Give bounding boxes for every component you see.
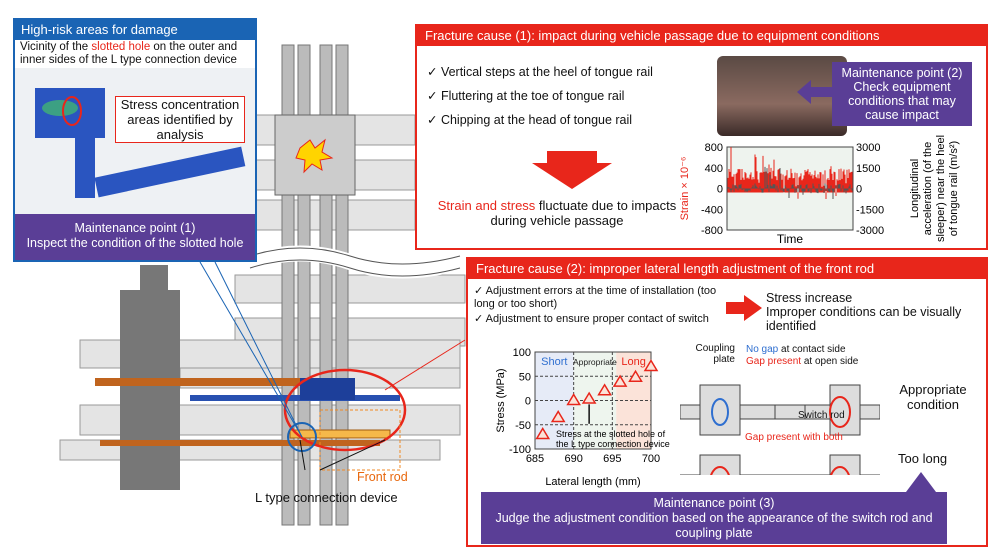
high-risk-title: High-risk areas for damage bbox=[15, 20, 255, 40]
y-axis-label: Stress (MPa) bbox=[495, 368, 507, 432]
coupling-plate-label: Coupling plate bbox=[695, 343, 735, 365]
data-point bbox=[535, 426, 551, 440]
y-axis-right-label: of tongue rail (m/s²) bbox=[948, 141, 960, 236]
l-type-label: L type connection device bbox=[255, 490, 398, 505]
x-tick: 695 bbox=[603, 453, 621, 465]
y-tick-right: 0 bbox=[856, 184, 862, 196]
y-axis-right-label: acceleration (of the bbox=[922, 142, 934, 236]
down-arrow-icon bbox=[532, 151, 612, 189]
x-tick: 700 bbox=[642, 453, 660, 465]
switch-rod-diagrams bbox=[680, 384, 880, 475]
acceleration-series bbox=[727, 166, 853, 200]
cause-1-item: ✓ Fluttering at the toe of tongue rail bbox=[427, 89, 625, 103]
maintenance-point-2: Maintenance point (2)Check equipment con… bbox=[832, 62, 972, 126]
appropriate-condition-label: Appropriate condition bbox=[899, 382, 967, 412]
y-tick-right: 1500 bbox=[856, 163, 880, 175]
y-tick-left: 0 bbox=[717, 184, 723, 196]
x-tick: 685 bbox=[526, 453, 544, 465]
maintenance-point-3: Maintenance point (3)Judge the adjustmen… bbox=[481, 492, 947, 544]
x-tick: 690 bbox=[564, 453, 582, 465]
stress-callout: Stress concentration areas identified by… bbox=[115, 96, 245, 143]
cause-2-item: ✓ Adjustment errors at the time of insta… bbox=[474, 285, 717, 310]
cause-1-item: ✓ Chipping at the head of tongue rail bbox=[427, 113, 633, 127]
front-rod-label: Front rod bbox=[357, 470, 408, 484]
fracture-cause-1-panel: Fracture cause (1): impact during vehicl… bbox=[415, 24, 988, 250]
data-point bbox=[550, 410, 566, 423]
y-tick-left: -800 bbox=[701, 225, 723, 237]
up-arrow-icon bbox=[906, 472, 936, 492]
y-axis-right-label: Longitudinal bbox=[909, 159, 921, 218]
plot-frame bbox=[534, 351, 652, 450]
cause-1-title: Fracture cause (1): impact during vehicl… bbox=[417, 26, 986, 46]
gap-both-label: Gap present with both bbox=[745, 432, 843, 443]
y-tick: -50 bbox=[515, 420, 531, 432]
data-point bbox=[581, 391, 597, 404]
y-tick: 50 bbox=[519, 371, 531, 383]
region-label: Short bbox=[541, 356, 567, 368]
cause-1-item: ✓ Vertical steps at the heel of tongue r… bbox=[427, 65, 653, 79]
x-axis-label: Lateral length (mm) bbox=[545, 476, 640, 488]
y-tick-left: 800 bbox=[705, 142, 723, 154]
region-label: Appropriate bbox=[573, 357, 617, 367]
right-arrow-icon bbox=[726, 295, 762, 321]
y-tick-right: -1500 bbox=[856, 204, 884, 216]
y-tick-left: 400 bbox=[705, 163, 723, 175]
switch-diagram bbox=[59, 44, 466, 526]
cause-2-title: Fracture cause (2): improper lateral len… bbox=[468, 259, 986, 279]
y-tick: -100 bbox=[509, 444, 531, 456]
high-risk-panel: High-risk areas for damage Vicinity of t… bbox=[13, 18, 257, 262]
arrow-left-icon bbox=[797, 80, 837, 104]
region-label: Long bbox=[621, 356, 645, 368]
cause-1-result: Strain and stress fluctuate due to impac… bbox=[437, 198, 677, 228]
high-risk-desc: Vicinity of the slotted hole on the oute… bbox=[15, 40, 255, 68]
x-axis-label: Time bbox=[777, 232, 804, 246]
y-tick-right: 3000 bbox=[856, 142, 880, 154]
data-point bbox=[612, 374, 628, 387]
switch-rod-label: Switch rod bbox=[798, 410, 845, 421]
legend-label: the L type connection device bbox=[556, 439, 670, 449]
y-tick-right: -3000 bbox=[856, 225, 884, 237]
legend-label: Stress at the slotted hole of bbox=[556, 429, 666, 439]
maintenance-point-1: Maintenance point (1)Inspect the conditi… bbox=[15, 214, 255, 260]
y-tick: 100 bbox=[513, 347, 531, 359]
impact-icon bbox=[295, 138, 334, 174]
fea-model-image bbox=[35, 88, 246, 198]
data-point bbox=[628, 369, 643, 382]
y-tick: 0 bbox=[525, 396, 531, 408]
y-axis-right-label: sleeper) near the heel bbox=[935, 135, 947, 242]
data-point bbox=[566, 393, 581, 406]
y-tick-left: -400 bbox=[701, 204, 723, 216]
y-axis-left-label: Strain × 10⁻⁶ bbox=[679, 157, 691, 221]
data-point bbox=[597, 383, 612, 396]
too-long-label: Too long bbox=[898, 451, 948, 466]
cause-2-item: ✓ Adjustment to ensure proper contact of… bbox=[474, 313, 709, 325]
data-point bbox=[643, 359, 659, 372]
